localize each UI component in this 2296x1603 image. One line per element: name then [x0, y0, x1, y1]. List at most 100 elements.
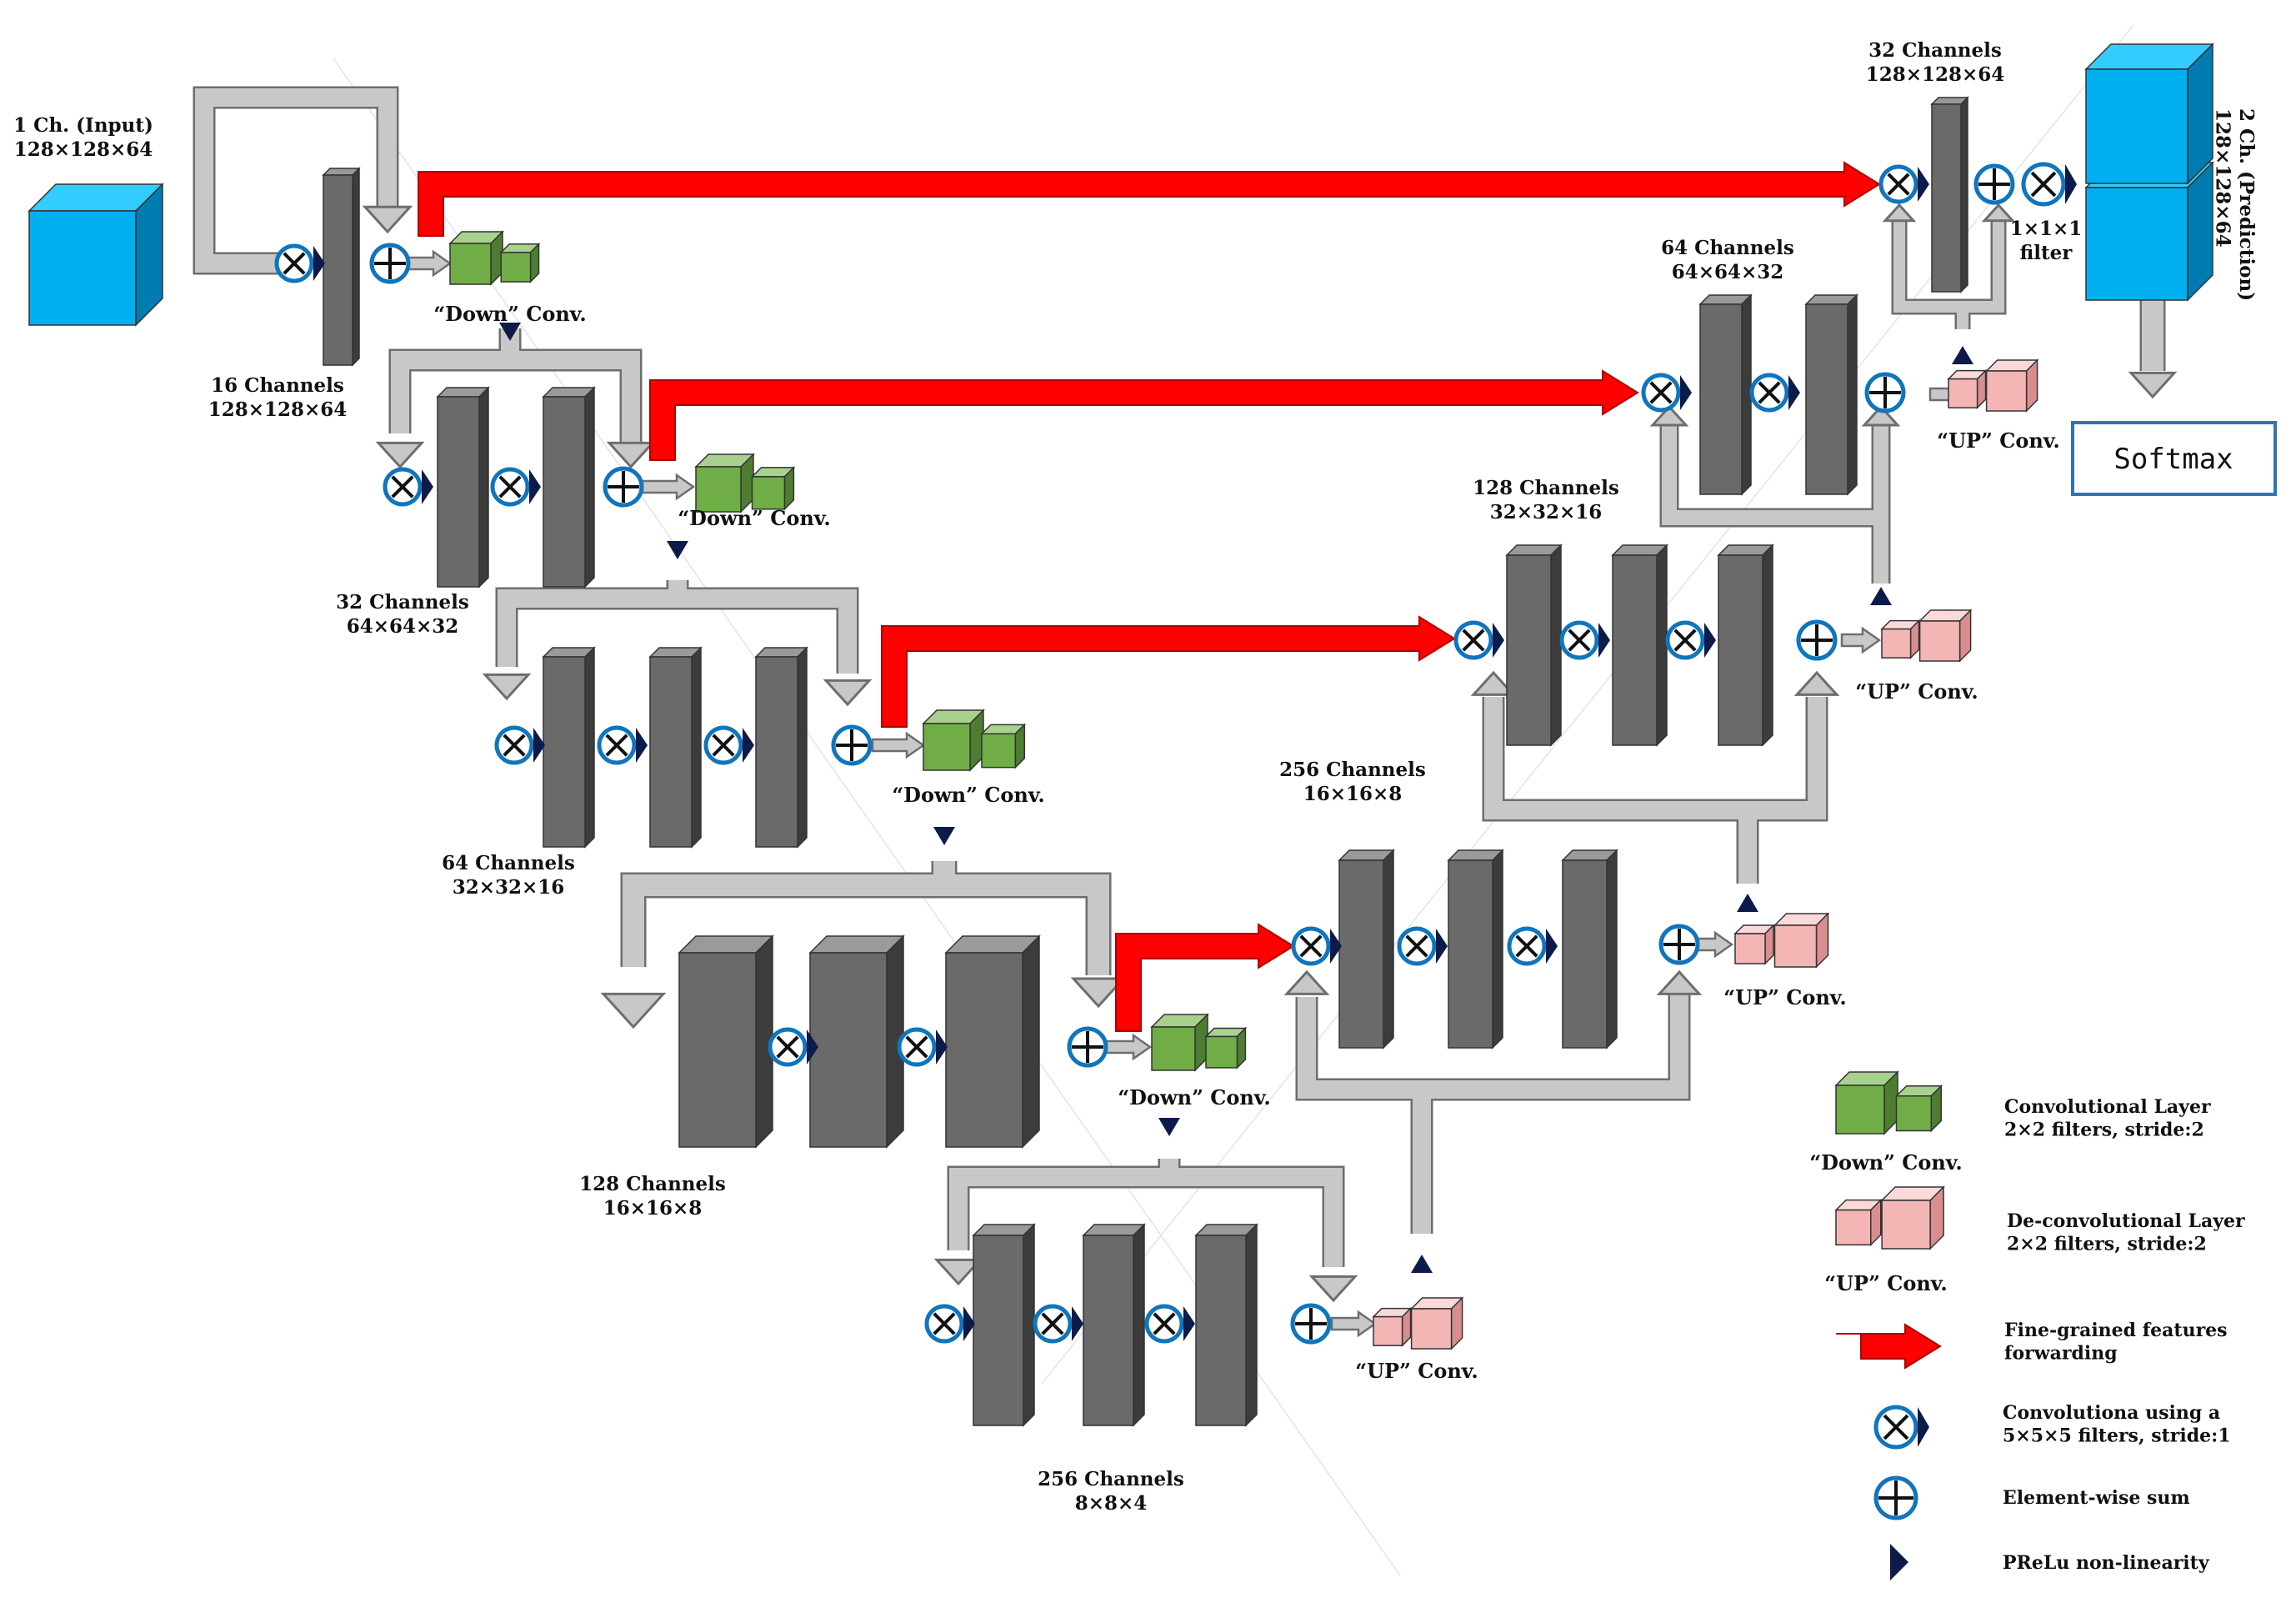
enc1-block: [322, 167, 361, 367]
output-label: 2 Ch. (Prediction)128×128×64: [2211, 108, 2258, 301]
prelu-icon: [1918, 167, 1929, 202]
prelu-icon: [313, 246, 325, 281]
feature-block: [808, 934, 905, 1149]
up-conv-small-cube: [1733, 924, 1775, 965]
conv-op-icon: [597, 725, 648, 765]
skip-arrow-head: [2128, 371, 2178, 399]
skip-connection: [495, 580, 859, 674]
operator-layer: [274, 162, 2077, 1580]
prelu-icon: [1918, 1407, 1929, 1447]
feature-block: [648, 646, 703, 849]
prelu-icon: [807, 1029, 818, 1064]
up-conv-large-cube: [1984, 358, 2039, 413]
output-volume-channel-1: [2084, 43, 2214, 185]
skip-arrow-head: [1470, 670, 1517, 696]
sum-op-icon: [831, 724, 873, 766]
prelu-icon: [1493, 623, 1504, 658]
conv-op-icon: [897, 1027, 948, 1067]
conv-op-icon: [2021, 162, 2077, 207]
up-conv-small-cube: [1834, 1198, 1883, 1247]
conv-op-icon: [274, 243, 325, 283]
skip-connection: [193, 86, 399, 275]
up-conv-large-cube: [1880, 1185, 1945, 1250]
skip-connection-layer: [193, 24, 2178, 1576]
up-conv-label: “UP” Conv.: [1855, 679, 1978, 704]
up-conv-large-cube: [1409, 1296, 1464, 1350]
feature-block: [1194, 1223, 1258, 1427]
conv-op-icon: [924, 1304, 975, 1344]
prelu-icon: [2065, 164, 2077, 204]
skip-connection-outline: [193, 86, 399, 275]
down-pointer-icon: [499, 323, 521, 341]
conv-op-icon: [1144, 1304, 1195, 1344]
sum-op-icon: [1658, 924, 1700, 965]
down-conv-label: “Down” Conv.: [1118, 1085, 1270, 1110]
sum-op-icon: [1864, 372, 1906, 413]
down-conv-large-cube: [694, 453, 755, 513]
skip-connection: [1891, 221, 2007, 329]
prelu-icon: [1546, 929, 1558, 964]
down-conv-label: “Down” Conv.: [678, 506, 830, 530]
prelu-icon: [1330, 929, 1342, 964]
skip-arrow-head: [1793, 670, 1840, 696]
legend-prelu-icon: [1890, 1544, 1908, 1580]
feature-block: [1698, 293, 1753, 496]
legend-prelu-description: PReLu non-linearity: [2003, 1552, 2210, 1574]
prelu-icon: [1704, 623, 1716, 658]
down-conv-large-cube: [1834, 1070, 1899, 1135]
up-conv-large-cube: [1773, 912, 1830, 969]
prelu-icon: [1436, 929, 1448, 964]
skip-connection-fill: [1484, 697, 1826, 884]
skip-arrow-head: [1981, 203, 2016, 223]
input-label: 1 Ch. (Input)128×128×64: [13, 114, 153, 161]
skip-arrow-head: [823, 679, 873, 707]
skip-connection-fill: [1298, 994, 1688, 1234]
conv-op-icon: [1033, 1304, 1083, 1344]
down-conv-small-cube: [750, 466, 796, 511]
feature-forwarding-arrow: [418, 161, 1881, 237]
up-conv-large-cube: [1918, 609, 1973, 663]
down-conv-small-cube: [1204, 1026, 1248, 1070]
legend-sum-description: Element-wise sum: [2003, 1487, 2190, 1509]
sum-op-icon: [1290, 1303, 1332, 1345]
down-conv-label: “Down” Conv.: [892, 783, 1044, 807]
skip-connection-fill: [195, 88, 397, 273]
skip-arrow-head: [482, 673, 532, 701]
prelu-icon: [1680, 375, 1692, 410]
sum-op-icon: [1796, 619, 1838, 661]
up-conv-label: “UP” Conv.: [1937, 428, 2059, 453]
conv-op-icon: [1641, 373, 1692, 413]
up-conv-small-cube: [1880, 619, 1921, 659]
feature-forwarding-arrow: [1115, 923, 1295, 1032]
sum-op-icon: [1067, 1026, 1108, 1068]
down-conv-large-cube: [922, 709, 985, 772]
conv-op-icon: [383, 467, 433, 507]
skip-connection: [1295, 994, 1691, 1234]
conv-op-icon: [490, 467, 541, 507]
prelu-icon: [422, 469, 433, 504]
shortcut-arrow: [1330, 1310, 1378, 1338]
feature-block: [754, 646, 808, 849]
skip-arrow-head: [1656, 969, 1703, 995]
skip-connection-fill: [623, 861, 1109, 975]
conv-op-icon: [1878, 164, 1929, 204]
up-pointer-icon: [1952, 346, 1973, 364]
skip-arrow-head: [933, 1258, 983, 1286]
skip-arrow-head: [1308, 1275, 1358, 1303]
conv-op-icon: [1453, 620, 1504, 660]
conv-op-icon: [1559, 620, 1610, 660]
down-conv-small-cube: [1894, 1084, 1943, 1133]
feature-block: [1804, 293, 1858, 496]
softmax-label: Softmax: [2113, 443, 2233, 476]
prelu-icon: [529, 469, 541, 504]
skip-connection-fill: [1893, 221, 2004, 329]
down-pointer-icon: [1158, 1118, 1180, 1136]
